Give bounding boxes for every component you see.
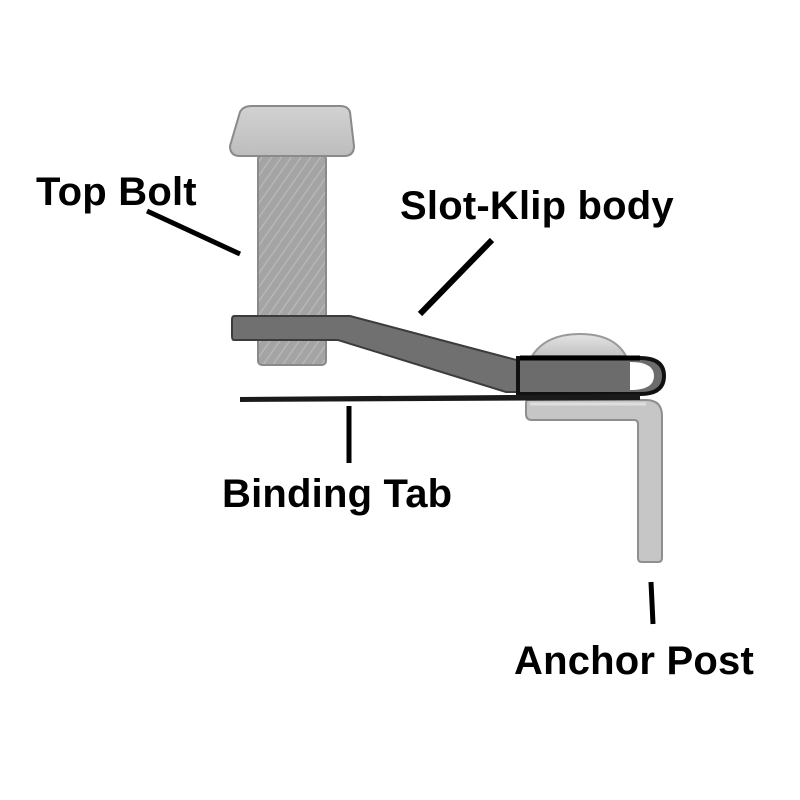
slot-klip-body	[231, 315, 667, 396]
leader-line-top-bolt	[145, 208, 242, 257]
label-anchor-post: Anchor Post	[514, 639, 754, 683]
rivet-dome	[530, 332, 628, 357]
anchor-post	[525, 399, 663, 563]
label-top-bolt: Top Bolt	[36, 170, 197, 214]
bolt-head	[228, 105, 356, 157]
label-slot-klip-body: Slot-Klip body	[400, 184, 674, 228]
leader-line-anchor-post	[648, 581, 656, 625]
label-binding-tab: Binding Tab	[222, 472, 453, 516]
top-bolt	[228, 105, 356, 366]
leader-line-slot-klip	[417, 237, 495, 317]
binding-tab	[240, 394, 640, 402]
